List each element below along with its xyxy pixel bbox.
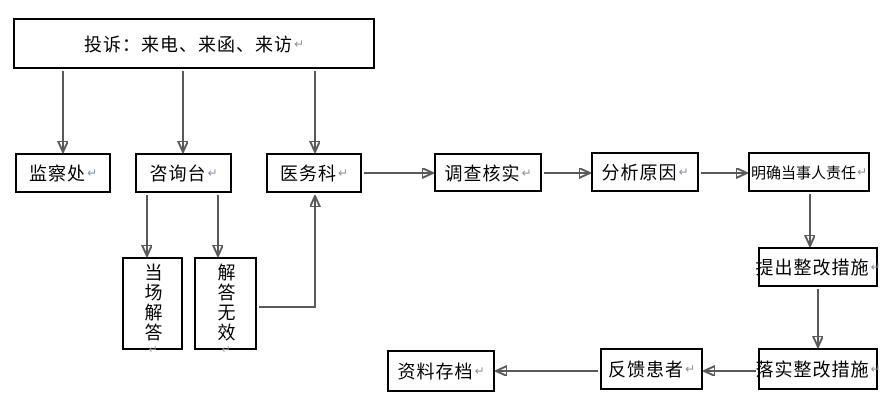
return-mark-icon: ↵ <box>337 166 349 180</box>
node-investigate-verify: 调查核实↵ <box>434 153 542 192</box>
return-mark-icon: ↵ <box>856 165 868 179</box>
return-mark-icon: ↵ <box>219 343 233 356</box>
return-mark-icon: ↵ <box>684 362 696 376</box>
return-mark-icon: ↵ <box>870 362 881 376</box>
node-clarify-responsibility: 明确当事人责任↵ <box>748 152 870 192</box>
node-feedback-patient: 反馈患者↵ <box>600 348 703 390</box>
node-consult-desk: 咨询台↵ <box>135 153 232 193</box>
node-label: 资料存档 <box>397 362 474 382</box>
node-answer-ineffective: 解答无效↵ <box>194 257 257 356</box>
return-mark-icon: ↵ <box>293 36 305 51</box>
node-label: 监察处 <box>28 164 86 184</box>
return-mark-icon: ↵ <box>870 260 881 274</box>
node-label: 解答无效 <box>215 263 236 343</box>
node-medical-dept: 医务科↵ <box>266 153 362 193</box>
node-supervision-office: 监察处↵ <box>15 153 111 193</box>
return-mark-icon: ↵ <box>678 165 689 179</box>
node-label: 医务科 <box>279 164 337 184</box>
node-label: 投诉：来电、来函、来访 <box>83 34 293 55</box>
node-label: 落实整改措施 <box>755 360 870 380</box>
node-label: 提出整改措施 <box>755 258 870 278</box>
node-label: 反馈患者 <box>607 360 684 380</box>
return-mark-icon: ↵ <box>146 343 160 356</box>
return-mark-icon: ↵ <box>474 364 485 378</box>
return-mark-icon: ↵ <box>207 166 218 180</box>
node-label: 明确当事人责任 <box>750 165 856 182</box>
node-propose-measures: 提出整改措施↵ <box>755 247 881 287</box>
node-label: 当场解答 <box>142 263 163 343</box>
node-label: 调查核实 <box>444 163 521 184</box>
node-onsite-answer: 当场解答↵ <box>122 257 183 356</box>
node-label: 咨询台 <box>149 164 207 184</box>
node-analyze-cause: 分析原因↵ <box>591 152 699 192</box>
node-archive-materials: 资料存档↵ <box>387 350 495 392</box>
return-mark-icon: ↵ <box>86 166 98 180</box>
node-label: 分析原因 <box>601 163 678 183</box>
arrow-invalid-to-medical <box>259 197 315 308</box>
node-implement-measures: 落实整改措施↵ <box>755 348 881 390</box>
node-complaint-source: 投诉：来电、来函、来访↵ <box>13 18 375 69</box>
return-mark-icon: ↵ <box>521 165 532 180</box>
